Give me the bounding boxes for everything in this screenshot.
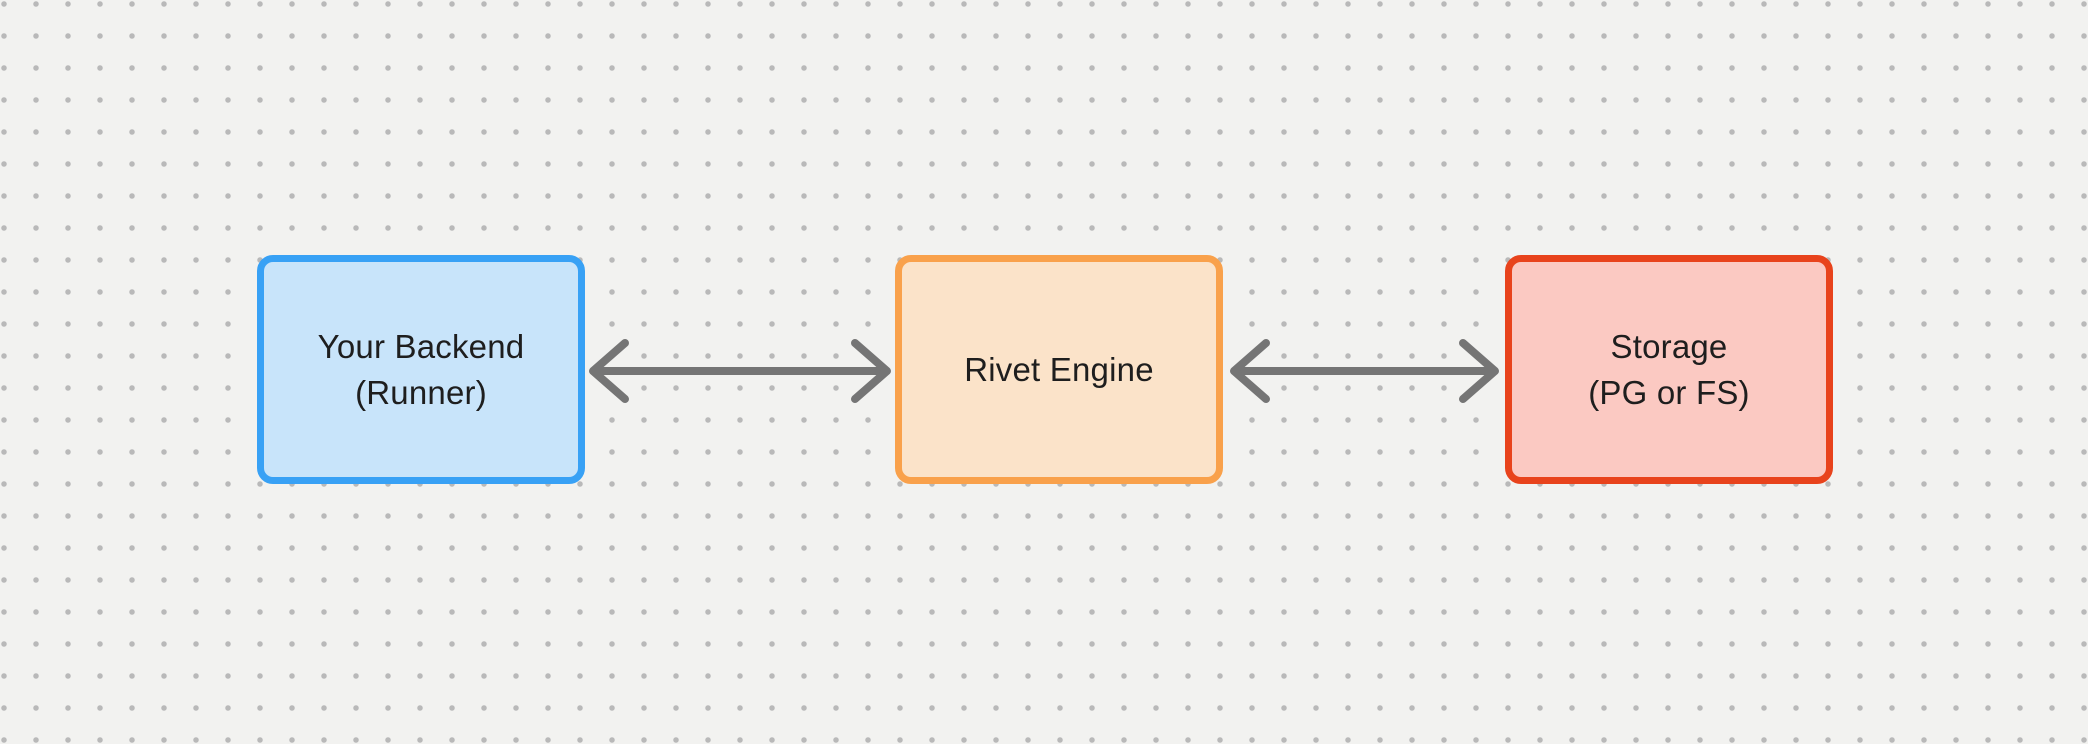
node-your-backend-label: Your Backend (Runner): [318, 324, 525, 416]
node-label-line: Storage: [1610, 327, 1728, 365]
node-your-backend: Your Backend (Runner): [257, 255, 585, 484]
node-storage: Storage (PG or FS): [1505, 255, 1833, 484]
node-label-line: (Runner): [355, 373, 487, 411]
double-arrow-engine-storage: [1230, 339, 1499, 403]
double-arrow-backend-engine: [589, 339, 891, 403]
node-storage-label: Storage (PG or FS): [1588, 324, 1750, 416]
node-label-line: Your Backend: [317, 327, 525, 365]
node-rivet-engine: Rivet Engine: [895, 255, 1223, 484]
node-label-line: Rivet Engine: [964, 350, 1154, 388]
node-label-line: (PG or FS): [1588, 373, 1750, 411]
node-rivet-engine-label: Rivet Engine: [964, 347, 1154, 393]
